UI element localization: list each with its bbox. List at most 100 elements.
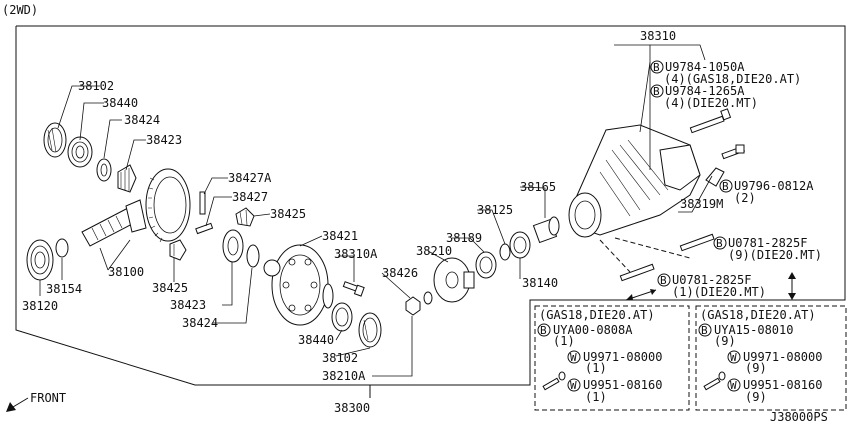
side-gear-38423-top (117, 164, 137, 193)
variant-box-right: (GAS18,DIE20.AT) B UYA15-08010 (9) W U99… (695, 305, 847, 411)
bolt-symbol: B (716, 237, 723, 250)
washer-38424-top (96, 158, 112, 182)
label-38440-top: 38440 (102, 96, 138, 110)
stud-38319M (705, 144, 746, 187)
callout-u0781-2825f-b: B U0781-2825F (1)(DIE20.MT) (657, 273, 766, 299)
callout-note-5: (1)(DIE20.MT) (672, 285, 766, 299)
bearing-38120 (26, 239, 54, 281)
callout-note-4: (9)(DIE20.MT) (728, 248, 822, 262)
callout-code-3: U9796-0812A (734, 179, 814, 193)
bolt-symbol: B (722, 180, 729, 193)
box-right-item2-qty: (9) (745, 361, 767, 375)
washer-symbol: W (730, 379, 737, 392)
bolt-u0781-b (619, 263, 655, 282)
callout-note-2: (4)(DIE20.MT) (664, 96, 758, 110)
pin-38427A (199, 191, 206, 215)
box-right-item1-code: UYA15-08010 (714, 323, 793, 337)
callout-code-1: U9784-1050A (665, 60, 745, 74)
bearing-38440 (67, 136, 93, 168)
label-38440-bottom: 38440 (298, 333, 334, 347)
box-left-item2-code: U9971-08000 (583, 350, 662, 364)
bearing-38440-bottom (331, 302, 353, 332)
box-left-item2-qty: (1) (585, 361, 607, 375)
label-38425-top: 38425 (270, 207, 306, 221)
spacer-38125 (499, 243, 511, 261)
bolt-symbol: B (701, 324, 708, 337)
label-38310A: 38310A (334, 247, 378, 261)
box-left-title: (GAS18,DIE20.AT) (539, 308, 655, 322)
callout-code-4: U0781-2825F (728, 236, 807, 250)
diagram-code: J38000PS (770, 410, 828, 424)
seal-38189 (475, 251, 497, 279)
variant-box-left: (GAS18,DIE20.AT) B UYA00-0808A (1) W U99… (534, 305, 690, 411)
label-38300: 38300 (334, 401, 370, 415)
label-38424-top: 38424 (124, 113, 160, 127)
label-38424-bottom: 38424 (182, 316, 218, 330)
label-38426: 38426 (382, 266, 418, 280)
bearing-38140 (509, 231, 531, 259)
bolt-symbol: B (653, 61, 660, 74)
bearing-cup-38102 (43, 122, 67, 158)
box-right-title: (GAS18,DIE20.AT) (700, 308, 816, 322)
label-38425-bottom: 38425 (152, 281, 188, 295)
callout-code-5: U0781-2825F (672, 273, 751, 287)
spacer-38154 (55, 238, 69, 258)
bolt-38310A (342, 281, 365, 297)
washer-symbol: W (570, 379, 577, 392)
label-38140: 38140 (522, 276, 558, 290)
label-38120: 38120 (22, 299, 58, 313)
box-left-item1-code: UYA00-0808A (553, 323, 633, 337)
label-38423-bottom: 38423 (170, 298, 206, 312)
double-arrow-right (788, 272, 796, 300)
nut-38426 (405, 296, 421, 316)
flange-38210 (433, 257, 475, 303)
callout-u0781-2825f-a: B U0781-2825F (9)(DIE20.MT) (713, 236, 822, 262)
callout-u9796-0812a: B U9796-0812A (2) (719, 179, 814, 205)
label-38427A: 38427A (228, 171, 272, 185)
front-arrow-icon (6, 397, 29, 412)
callout-u9784-1050a: B U9784-1050A (4)(GAS18,DIE20.AT) (650, 60, 801, 86)
box-left-item3-qty: (1) (585, 390, 607, 404)
callout-note-1: (4)(GAS18,DIE20.AT) (664, 72, 801, 86)
label-38421: 38421 (322, 229, 358, 243)
side-gear-38423-bottom (222, 229, 244, 263)
label-38102-bottom: 38102 (322, 351, 358, 365)
carrier-housing-38310 (568, 124, 701, 238)
bolt-symbol: B (660, 274, 667, 287)
callout-note-3: (2) (734, 191, 756, 205)
washer-symbol: W (570, 351, 577, 364)
bolt-u0781-a (679, 233, 715, 252)
double-arrow-left (625, 289, 657, 301)
box-left-item1-qty: (1) (553, 334, 575, 348)
bolt-symbol: B (653, 85, 660, 98)
label-38210A: 38210A (322, 369, 366, 383)
box-right-item3-qty: (9) (745, 390, 767, 404)
label-38423-top: 38423 (146, 133, 182, 147)
shaft-38427 (195, 222, 214, 235)
ring-pinion-38100 (81, 168, 191, 247)
label-38102-top: 38102 (78, 79, 114, 93)
bolt-u9784 (689, 115, 725, 134)
label-38210: 38210 (416, 244, 452, 258)
label-38165: 38165 (520, 180, 556, 194)
label-38189: 38189 (446, 231, 482, 245)
pinion-mate-38425-bottom (169, 239, 187, 261)
washer-symbol: W (730, 351, 737, 364)
pinion-mate-38425-top (235, 207, 255, 227)
label-38310: 38310 (640, 29, 676, 43)
box-right-item2-code: U9971-08000 (743, 350, 822, 364)
variant-label: (2WD) (2, 3, 38, 17)
label-38100: 38100 (108, 265, 144, 279)
diff-case-38421 (263, 244, 334, 326)
spacer-38165 (532, 216, 560, 244)
box-right-item3-code: U9951-08160 (743, 378, 822, 392)
box-right-item1-qty: (9) (714, 334, 736, 348)
washer-38424-bottom (246, 244, 260, 268)
label-38319M: 38319M (680, 197, 723, 211)
leader-lines (39, 44, 713, 377)
assembly-frame (15, 25, 846, 386)
bearing-cup-38102-bottom (358, 312, 382, 348)
box-left-item3-code: U9951-08160 (583, 378, 662, 392)
label-38154: 38154 (46, 282, 82, 296)
